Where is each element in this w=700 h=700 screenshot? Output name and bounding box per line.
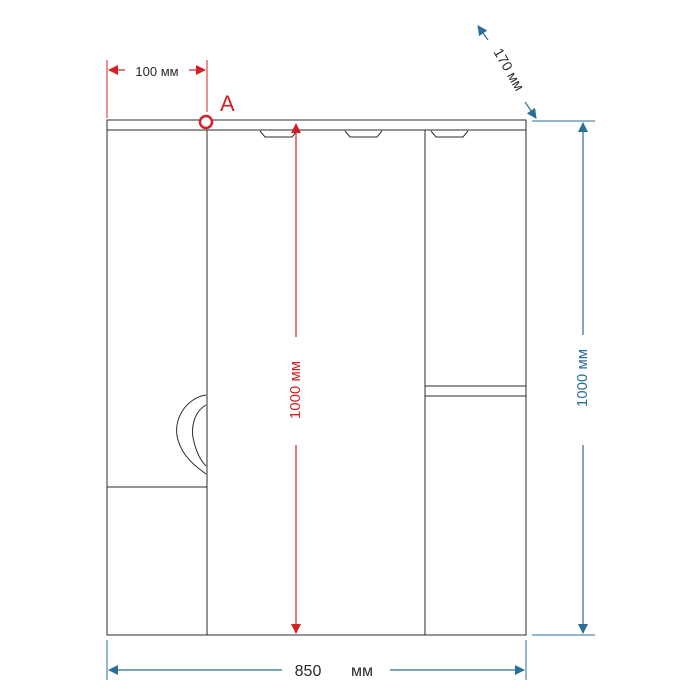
dim-right-height: 1000 мм [532,120,595,636]
dim-top-offset-label: 100 мм [135,64,178,79]
dim-depth: 170 мм [477,25,537,119]
dim-width-unit: мм [351,663,373,680]
right-section [424,129,527,636]
light-fixture-2 [344,130,383,138]
marker-a: A [198,91,235,130]
light-fixture-3 [430,130,469,138]
cabinet-top-cap [106,119,527,131]
curved-handle-inner [192,404,207,467]
right-shelf [424,385,527,397]
marker-a-point [198,114,214,130]
dim-width: 850 мм [106,640,527,680]
dim-top-offset: 100 мм [106,60,208,118]
light-fixture-1 [259,130,298,138]
dim-depth-label: 170 мм [491,45,528,93]
dim-center-height-label: 1000 мм [287,361,304,419]
dim-width-value: 850 [295,663,322,680]
dim-right-height-label: 1000 мм [574,349,591,407]
left-section [106,129,208,636]
center-mirror-door [206,129,426,636]
curved-handle [176,394,207,475]
dim-center-height: 1000 мм [287,123,304,634]
marker-a-label: A [220,91,235,116]
cabinet [106,119,527,636]
